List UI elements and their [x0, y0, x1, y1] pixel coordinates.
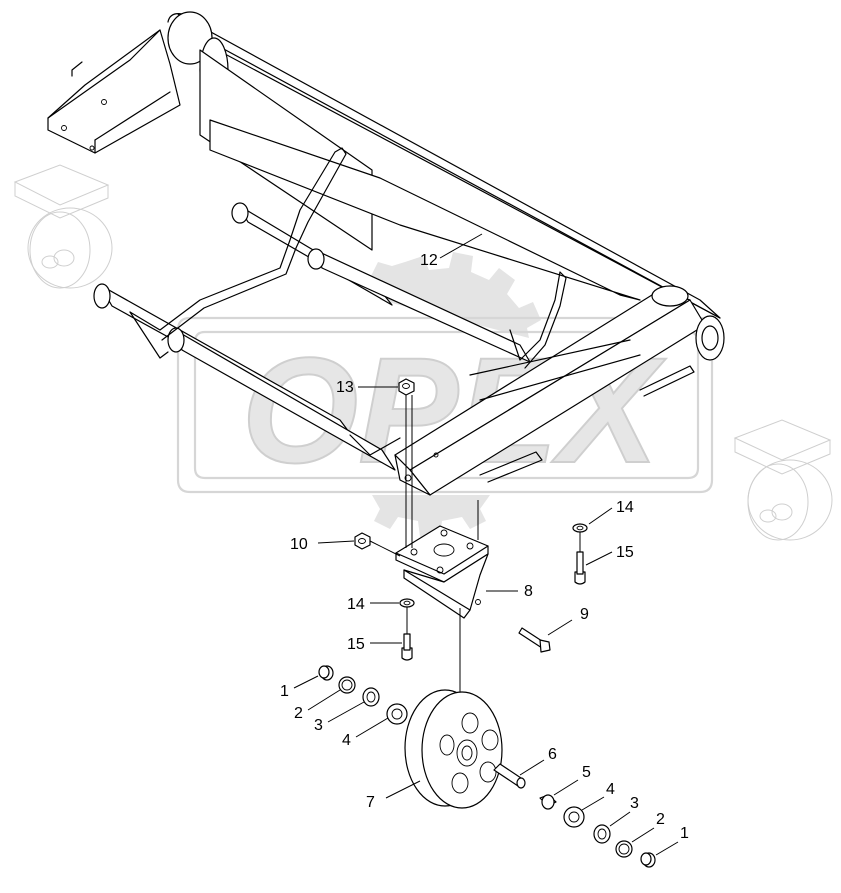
- part-2-ring-left: [338, 676, 356, 694]
- part-9-bolt: [518, 627, 551, 653]
- part-3-washer-left: [362, 687, 380, 707]
- callout-2-right: 2: [656, 811, 665, 828]
- part-13-nut: [398, 378, 415, 396]
- callout-labels: 12 13 10 14 15 14 15 8 9 1 2 3 4 6 5 4 3…: [280, 252, 689, 842]
- part-4-bearing-left: [386, 703, 408, 725]
- part-1-cap-right: [640, 852, 656, 868]
- callout-7: 7: [366, 794, 375, 811]
- opex-watermark: OPEX: [176, 252, 714, 537]
- callout-5: 5: [582, 764, 591, 781]
- part-15-bolt-right: [574, 551, 586, 585]
- part-2-ring-right: [615, 840, 633, 858]
- part-1-cap-left: [318, 665, 334, 681]
- callout-9: 9: [580, 606, 589, 623]
- callout-1-left: 1: [280, 683, 289, 700]
- part-5-spacer: [539, 794, 557, 810]
- callout-10: 10: [290, 536, 308, 553]
- callout-15-left: 15: [347, 636, 365, 653]
- part-14-washer-right: [572, 523, 588, 533]
- part-3-washer-right: [593, 824, 611, 844]
- callout-13: 13: [336, 379, 354, 396]
- callout-4-left: 4: [342, 732, 351, 749]
- callout-8: 8: [524, 583, 533, 600]
- callout-3-right: 3: [630, 795, 639, 812]
- callout-1-right: 1: [680, 825, 689, 842]
- callout-12: 12: [420, 252, 438, 269]
- part-10-nut: [354, 532, 371, 550]
- ghost-caster-left: [13, 164, 113, 289]
- callout-3-left: 3: [314, 717, 323, 734]
- part-7-wheel: [404, 689, 503, 809]
- part-15-bolt-left: [401, 633, 413, 661]
- callout-2-left: 2: [294, 705, 303, 722]
- part-4-bearing-right: [563, 806, 585, 828]
- part-6-axle: [493, 763, 526, 789]
- part-14-washer-left: [399, 598, 415, 608]
- callout-6: 6: [548, 746, 557, 763]
- callout-14-left: 14: [347, 596, 365, 613]
- ghost-caster-right: [733, 419, 833, 541]
- callout-4-right: 4: [606, 781, 615, 798]
- leader-lines: [293, 233, 679, 856]
- part-8-caster-bracket: [395, 525, 489, 619]
- callout-15-right: 15: [616, 544, 634, 561]
- assembly-lines: [369, 395, 581, 692]
- frame-assembly: [47, 11, 725, 496]
- callout-14-right: 14: [616, 499, 634, 516]
